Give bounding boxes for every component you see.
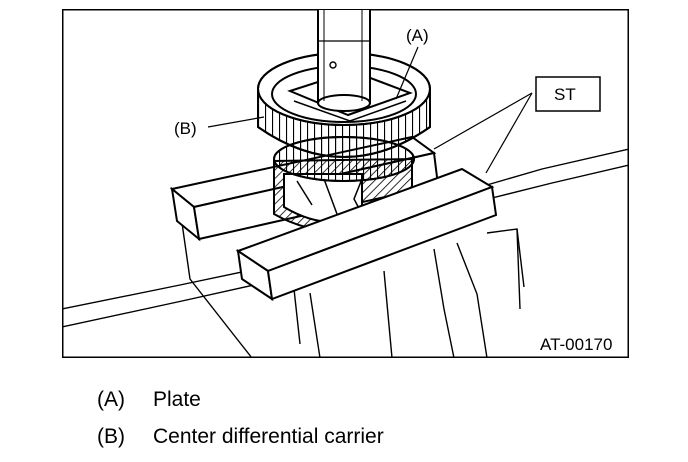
legend-row-plate: (A) Plate [97,388,201,412]
callout-b: (B) [174,119,197,138]
special-tool-block-front [235,167,498,302]
legend-key: (A) [97,388,125,411]
legend-text: Center differential carrier [153,425,384,448]
leader-lines [207,46,533,174]
legend-text: Plate [153,388,201,411]
press-fitting-illustration: (A) (B) ST AT-00170 [62,9,629,358]
illustration-frame: (A) (B) ST AT-00170 [62,9,629,358]
press-ram [317,9,371,112]
st-label-box [535,76,601,112]
callout-a: (A) [406,26,429,45]
callout-st: ST [554,85,576,104]
legend-row-carrier: (B) Center differential carrier [97,425,384,449]
figure-id: AT-00170 [540,335,612,354]
legend-key: (B) [97,425,125,448]
